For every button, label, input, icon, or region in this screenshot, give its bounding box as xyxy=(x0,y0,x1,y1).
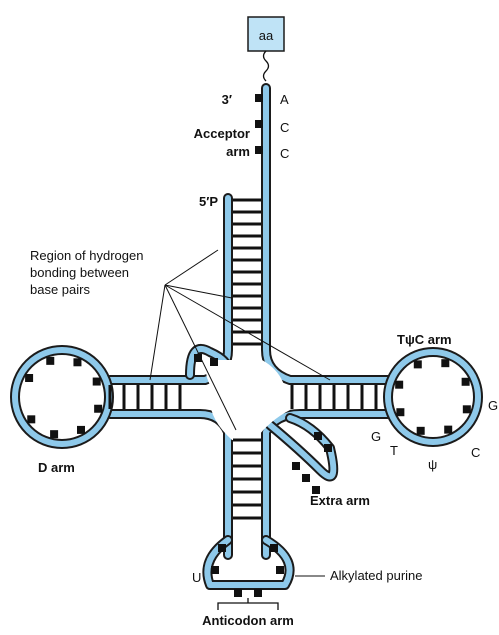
unpaired-base xyxy=(441,359,449,367)
unpaired-base xyxy=(302,474,310,482)
amino-acid-box: aa xyxy=(248,17,284,81)
unpaired-base xyxy=(50,430,58,438)
unpaired-base xyxy=(234,589,242,597)
acceptor-arm-label-line1: Acceptor xyxy=(194,126,250,141)
unpaired-base xyxy=(25,374,33,382)
unpaired-base xyxy=(444,426,452,434)
tpsic-base-t: T xyxy=(390,443,398,458)
tpsic-base-c: C xyxy=(471,445,480,460)
acceptor-base-c2: C xyxy=(280,146,289,161)
unpaired-base xyxy=(314,432,322,440)
unpaired-base xyxy=(292,462,300,470)
unpaired-base xyxy=(396,408,404,416)
unpaired-base xyxy=(211,566,219,574)
unpaired-base xyxy=(210,358,218,366)
unpaired-base xyxy=(414,360,422,368)
anticodon-arm-label: Anticodon arm xyxy=(202,613,294,628)
unpaired-base xyxy=(462,378,470,386)
region-hbond-line3: base pairs xyxy=(30,282,90,297)
attachment-squiggle xyxy=(264,51,269,81)
unpaired-base xyxy=(218,544,226,552)
region-hbond-line2: bonding between xyxy=(30,265,129,280)
amino-acid-label: aa xyxy=(259,28,274,43)
unpaired-base xyxy=(276,566,284,574)
unpaired-base xyxy=(46,357,54,365)
unpaired-base xyxy=(255,120,263,128)
five-prime-label: 5′P xyxy=(199,194,218,209)
anticodon-bracket xyxy=(218,598,278,610)
unpaired-base xyxy=(417,427,425,435)
unpaired-base xyxy=(463,405,471,413)
d-arm-label: D arm xyxy=(38,460,75,475)
unpaired-base xyxy=(73,358,81,366)
tpsic-base-g: G xyxy=(371,429,381,444)
unpaired-base xyxy=(77,426,85,434)
acceptor-arm-label-line2: arm xyxy=(226,144,250,159)
tpsic-arm-label: TψC arm xyxy=(397,332,452,347)
unpaired-base xyxy=(93,378,101,386)
unpaired-base xyxy=(324,444,332,452)
unpaired-base xyxy=(255,94,263,102)
unpaired-base xyxy=(254,589,262,597)
region-hbond-line1: Region of hydrogen xyxy=(30,248,143,263)
unpaired-base xyxy=(255,146,263,154)
acceptor-base-c1: C xyxy=(280,120,289,135)
tpsic-base-psi: ψ xyxy=(428,457,437,472)
extra-arm-label: Extra arm xyxy=(310,493,370,508)
alkylated-purine-label: Alkylated purine xyxy=(330,568,423,583)
unpaired-base xyxy=(27,415,35,423)
three-prime-label: 3′ xyxy=(222,92,232,107)
acceptor-base-a: A xyxy=(280,92,289,107)
unpaired-base xyxy=(395,381,403,389)
unpaired-base xyxy=(270,544,278,552)
unpaired-base xyxy=(94,405,102,413)
tpsic-base-g-right: G xyxy=(488,398,498,413)
anticodon-u-label: U xyxy=(192,570,201,585)
